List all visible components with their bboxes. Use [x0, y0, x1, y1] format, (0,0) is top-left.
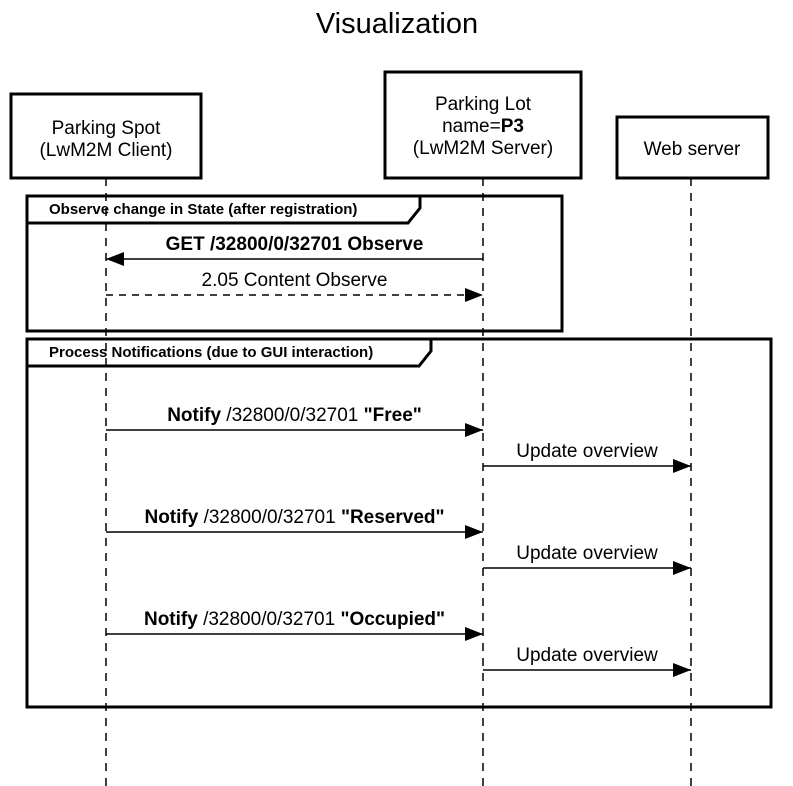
participant-web-text: Web server [644, 139, 741, 160]
message-label-part: Notify [144, 507, 198, 528]
message-label-part: Update overview [516, 645, 658, 666]
fragment-notifications-label: Process Notifications (due to GUI intera… [49, 344, 373, 361]
message-label-part: Update overview [516, 543, 658, 564]
participant-web-label: Web server [644, 139, 741, 160]
message: Update overview [483, 645, 691, 677]
messages: GET /32800/0/32701 Observe 2.05 Content O… [106, 234, 691, 677]
participant-web-line: Web server [644, 139, 741, 160]
participant-client-label: Parking Spot(LwM2M Client) [39, 118, 172, 161]
message-label-part: Update overview [516, 441, 658, 462]
participant-server-text: P3 [501, 116, 524, 137]
message: GET /32800/0/32701 Observe [106, 234, 483, 266]
participant-server-text: name= [442, 116, 501, 137]
message: Notify /32800/0/32701 "Reserved" [106, 507, 483, 539]
diagram-title: Visualization [316, 8, 478, 40]
message-label-part: 2.05 Content Observe [202, 270, 388, 291]
message-label: 2.05 Content Observe [202, 270, 388, 291]
message-label: GET /32800/0/32701 Observe [166, 234, 424, 255]
message: Notify /32800/0/32701 "Free" [106, 405, 483, 437]
message: 2.05 Content Observe [106, 270, 483, 302]
participant-web: Web server [615, 115, 770, 180]
message-label: Notify /32800/0/32701 "Occupied" [144, 609, 445, 630]
participant-server-line: (LwM2M Server) [413, 138, 553, 159]
message: Update overview [483, 441, 691, 473]
message-label: Notify /32800/0/32701 "Free" [167, 405, 422, 426]
message-label-part: Notify [144, 609, 198, 630]
fragment-observe-label: Observe change in State (after registrat… [49, 201, 357, 218]
message: Update overview [483, 543, 691, 575]
fragment-observe: Observe change in State (after registrat… [25, 194, 564, 333]
message-label: Update overview [516, 441, 658, 462]
message-label-part: /32800/0/32701 [198, 507, 341, 528]
message: Notify /32800/0/32701 "Occupied" [106, 609, 483, 641]
participant-server-text: (LwM2M Server) [413, 138, 553, 159]
participant-client: Parking Spot(LwM2M Client) [9, 92, 203, 180]
message-label: Update overview [516, 543, 658, 564]
message-label-part: /32800/0/32701 [198, 609, 341, 630]
participant-client-text: (LwM2M Client) [39, 140, 172, 161]
message-label-part: Notify [167, 405, 221, 426]
fragment-notifications: Process Notifications (due to GUI intera… [25, 337, 773, 709]
message-label-part: /32800/0/32701 [221, 405, 364, 426]
participant-server-text: Parking Lot [435, 94, 532, 115]
message-label-part: "Occupied" [340, 609, 445, 630]
participant-client-line: Parking Spot [52, 118, 162, 139]
message-label: Update overview [516, 645, 658, 666]
message-label-part: "Reserved" [341, 507, 445, 528]
participant-client-line: (LwM2M Client) [39, 140, 172, 161]
message-label: Notify /32800/0/32701 "Reserved" [144, 507, 444, 528]
message-label-part: GET /32800/0/32701 Observe [166, 234, 424, 255]
participant-server-line: Parking Lot [435, 94, 532, 115]
message-label-part: "Free" [364, 405, 422, 426]
participant-server-line: name=P3 [442, 116, 524, 137]
participant-client-text: Parking Spot [52, 118, 162, 139]
